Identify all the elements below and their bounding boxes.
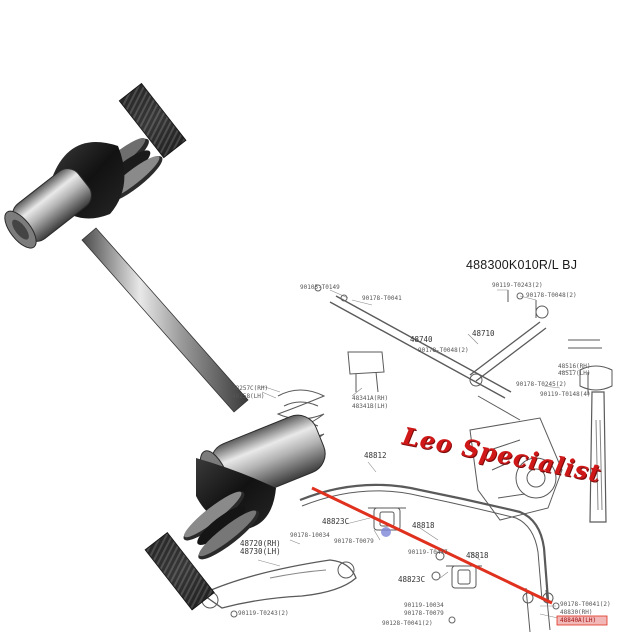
stabilizer-bar bbox=[299, 483, 550, 601]
diagram-label: 48258(LH) bbox=[232, 393, 265, 400]
diagram-label: 90119-T0243(2) bbox=[238, 610, 289, 617]
diagram-label: 90178-T0245(2) bbox=[516, 381, 567, 388]
diagram-label: 90178-10034 bbox=[290, 532, 330, 539]
diagram-label: 48830(RH) bbox=[560, 609, 593, 616]
diagram-label: 48818 bbox=[412, 521, 435, 530]
lower-threaded-stud bbox=[144, 531, 215, 611]
diagram-label: 90178-T0041 bbox=[362, 295, 402, 302]
pointer-dot bbox=[381, 527, 391, 537]
pointer-line bbox=[311, 486, 553, 605]
diagram-label: 90119-10034 bbox=[404, 602, 444, 609]
diagram-label: 90178-T0041(2) bbox=[560, 601, 611, 608]
diagram-label: 90178-T0048(2) bbox=[418, 347, 469, 354]
diagram-label: 48823C bbox=[322, 517, 350, 526]
diagram-label: 48516(RH) bbox=[558, 363, 591, 370]
diagram-label: 48818 bbox=[466, 551, 489, 560]
diagram-label-highlighted: 48840A(LH) bbox=[560, 617, 597, 624]
diagram-label: 48341B(LH) bbox=[352, 403, 389, 410]
diagram-label: 48823C bbox=[398, 575, 426, 584]
upper-threaded-stud bbox=[118, 82, 187, 159]
diagram-label: 48740 bbox=[410, 335, 433, 344]
diagram-label: 90119-T0148(4) bbox=[540, 391, 591, 398]
diagram-label: 90128-T0041(2) bbox=[382, 620, 433, 627]
stabilizer-link bbox=[4, 82, 326, 611]
diagram-label: 48710 bbox=[472, 329, 495, 338]
diagram-label: 48257C(RH) bbox=[232, 385, 269, 392]
shock-absorber bbox=[589, 391, 607, 523]
diagram-label: 90119-T0477 bbox=[408, 549, 448, 556]
diagram-label: 90105-T0149 bbox=[300, 284, 340, 291]
part-number-title: 488300K010R/L BJ bbox=[466, 258, 578, 272]
parts-diagram bbox=[200, 284, 613, 633]
diagram-label: 90119-T0243(2) bbox=[492, 282, 543, 289]
diagram-label: 90178-T0079 bbox=[404, 610, 444, 617]
diagram-label: 48341A(RH) bbox=[352, 395, 389, 402]
diagram-label: 48730(LH) bbox=[240, 547, 281, 556]
lower-control-arm bbox=[200, 559, 357, 609]
diagram-label: 48812 bbox=[364, 451, 387, 460]
diagram-label: 48720(RH) bbox=[240, 539, 281, 548]
diagram-label: 90178-T0048(2) bbox=[526, 292, 577, 299]
part-highlight-box bbox=[556, 615, 608, 626]
diagram-label: 48517(LH) bbox=[558, 370, 591, 377]
diagram-label: 90178-T0079 bbox=[334, 538, 374, 545]
